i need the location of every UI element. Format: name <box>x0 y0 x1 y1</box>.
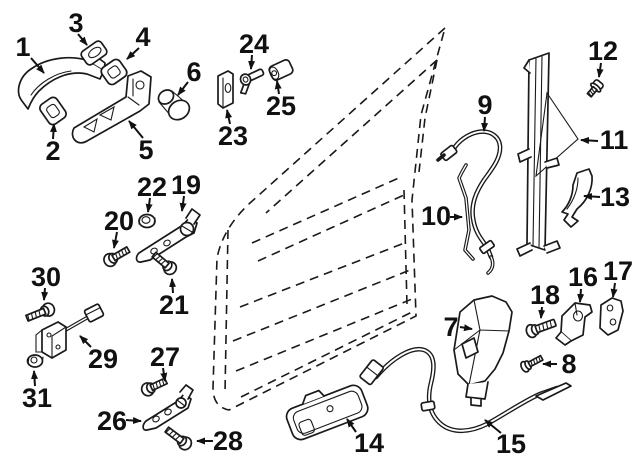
callout-label-4: 4 <box>135 22 150 52</box>
callout-arrow-13 <box>583 193 601 200</box>
callout-arrow-18 <box>538 306 546 319</box>
callout-label-22: 22 <box>137 172 167 202</box>
part-25-barrel-nut <box>268 59 294 81</box>
callout-arrow-7 <box>459 324 473 332</box>
callout-label-9: 9 <box>477 90 492 120</box>
part-3-handle-cover <box>80 40 108 66</box>
part-8-screw <box>520 354 544 373</box>
part-17-spacer-plate <box>599 297 624 336</box>
part-23-mounting-plate <box>217 70 234 109</box>
part-26-lower-hinge-bracket <box>142 384 194 431</box>
callout-label-15: 15 <box>496 429 526 459</box>
callout-label-29: 29 <box>88 344 118 374</box>
part-24-stud-pin <box>239 68 265 95</box>
part-31-flange-nut <box>26 354 44 368</box>
part-30-bolt <box>25 302 56 322</box>
callout-label-2: 2 <box>45 136 60 166</box>
part-16-striker-bracket <box>555 302 593 346</box>
callout-arrow-26 <box>125 416 142 424</box>
door-panel-outline <box>212 25 447 411</box>
part-6-lock-cylinder-cap <box>157 89 191 121</box>
callout-arrow-9 <box>481 116 489 132</box>
callout-label-8: 8 <box>561 349 576 379</box>
callout-arrow-4 <box>126 47 140 60</box>
part-14-interior-door-handle <box>285 384 369 441</box>
callout-arrow-5 <box>128 120 144 139</box>
callout-label-27: 27 <box>150 342 180 372</box>
part-27-bolt <box>140 377 168 397</box>
part-12-screw <box>586 79 604 98</box>
part-13-guide-bracket <box>561 168 593 228</box>
part-5-handle-reinforcement-bracket <box>71 70 152 144</box>
callout-arrow-30 <box>41 287 49 301</box>
callout-arrow-20 <box>112 231 119 249</box>
callout-label-7: 7 <box>443 312 458 342</box>
part-22-flange-nut <box>138 213 156 229</box>
callout-arrow-17 <box>610 282 618 298</box>
callout-label-19: 19 <box>171 170 201 200</box>
callout-arrow-2 <box>49 123 57 140</box>
callout-label-25: 25 <box>266 91 296 121</box>
callout-label-16: 16 <box>568 262 598 292</box>
part-15-release-cable <box>359 346 572 434</box>
callout-label-26: 26 <box>97 406 127 436</box>
callout-arrow-11 <box>580 136 599 144</box>
part-10-lock-rod <box>457 163 475 261</box>
callout-label-18: 18 <box>530 280 560 310</box>
callout-arrow-12 <box>596 62 604 78</box>
callout-label-13: 13 <box>600 182 630 212</box>
callout-label-10: 10 <box>421 201 451 231</box>
part-21-bolt <box>151 251 178 276</box>
callout-label-6: 6 <box>186 57 201 87</box>
part-11-window-guide-channel <box>516 52 579 257</box>
callout-arrow-15 <box>484 419 502 434</box>
callout-label-3: 3 <box>68 8 83 38</box>
callout-arrow-25 <box>274 80 282 95</box>
callout-label-12: 12 <box>588 36 618 66</box>
part-29-door-check-strap <box>35 303 105 359</box>
callout-arrow-3 <box>77 33 88 46</box>
callout-arrow-19 <box>179 195 187 212</box>
callout-label-14: 14 <box>354 428 384 458</box>
callout-label-24: 24 <box>239 29 269 59</box>
part-19-upper-hinge-bracket <box>135 208 201 263</box>
callout-arrow-29 <box>79 335 92 348</box>
callout-label-20: 20 <box>104 206 134 236</box>
part-20-bolt <box>103 246 131 268</box>
callout-label-28: 28 <box>213 426 243 456</box>
callout-arrow-6 <box>177 81 189 96</box>
callout-label-1: 1 <box>15 32 30 62</box>
callout-arrow-31 <box>31 370 39 387</box>
callout-arrow-27 <box>160 367 168 382</box>
callout-label-5: 5 <box>138 135 153 165</box>
part-28-bolt <box>164 426 193 451</box>
callout-label-11: 11 <box>600 125 629 155</box>
callout-arrow-16 <box>577 288 585 303</box>
callout-arrow-14 <box>346 418 357 433</box>
callout-arrow-1 <box>30 57 45 74</box>
part-7-door-lock-actuator <box>453 295 513 407</box>
callout-arrow-21 <box>169 278 177 294</box>
callout-label-31: 31 <box>22 383 52 413</box>
callout-label-30: 30 <box>31 262 61 292</box>
part-18-bolt <box>525 318 557 339</box>
part-2-handle-gasket <box>39 96 67 126</box>
part-4-handle-gasket <box>100 58 128 86</box>
callout-arrow-23 <box>225 109 233 125</box>
callout-label-23: 23 <box>218 121 248 151</box>
callout-arrow-24 <box>248 54 256 70</box>
callout-label-17: 17 <box>603 256 633 286</box>
callout-arrow-22 <box>145 197 153 213</box>
part-9-lock-cable <box>436 129 503 275</box>
callout-label-21: 21 <box>159 290 189 320</box>
